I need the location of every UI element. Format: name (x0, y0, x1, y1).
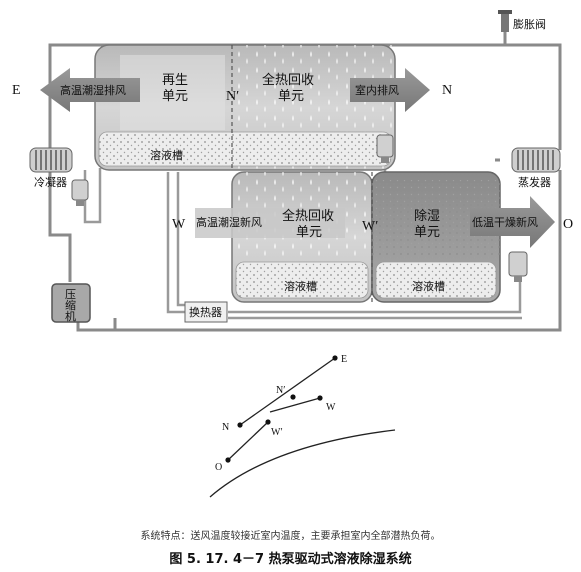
point-N (237, 422, 243, 428)
pump-icon (376, 134, 394, 163)
fresh-air-arrow (195, 208, 345, 238)
heat-exchanger-label: 换热器 (189, 305, 222, 319)
dehumidification-unit-label-2: 单元 (414, 225, 440, 240)
solution-tank-mid-label: 溶液槽 (284, 279, 317, 293)
expansion-valve-icon (498, 10, 512, 32)
label-E: E (12, 83, 21, 98)
point-W-prime (265, 419, 271, 425)
label-O: O (563, 217, 573, 232)
total-heat-recovery-top-label-2: 单元 (278, 89, 304, 104)
point-E (332, 355, 338, 361)
expansion-valve-label: 膨胀阀 (513, 17, 546, 31)
condenser-label: 冷凝器 (34, 175, 67, 189)
pump-icon (508, 251, 528, 282)
solution-tank-right-label: 溶液槽 (412, 279, 445, 293)
indoor-exhaust-arrow (350, 68, 430, 112)
chart-label-N-prime: N′ (276, 385, 285, 396)
chart-label-W-prime: W′ (271, 427, 283, 438)
chart-label-N: N (222, 422, 229, 433)
supply-air-arrow (470, 196, 555, 248)
compressor-label: 压 (65, 288, 76, 301)
dehumidification-unit-label: 除湿 (414, 209, 440, 224)
evaporator-label: 蒸发器 (518, 175, 551, 189)
indoor-exhaust-label: 室内排风 (355, 83, 399, 97)
chart-label-W: W (326, 402, 336, 413)
pump-icon (71, 179, 89, 206)
compressor-label-3: 机 (65, 309, 76, 323)
compressor-label-2: 缩 (65, 299, 76, 312)
label-N: N (442, 83, 452, 98)
chart-label-O: O (215, 462, 222, 473)
total-heat-recovery-top-label: 全热回收 (262, 72, 314, 88)
label-W: W (172, 217, 186, 232)
evaporator-coil-icon (511, 147, 561, 173)
total-heat-recovery-bottom-label-2: 单元 (296, 225, 322, 240)
label-N-prime: N′ (226, 89, 239, 104)
solution-tank-top-label: 溶液槽 (150, 148, 183, 162)
chart-label-E: E (341, 354, 347, 365)
condenser-coil-icon (29, 147, 73, 173)
top-unit-block (94, 44, 396, 171)
exhaust-hot-humid-label: 高温潮湿排风 (60, 83, 126, 97)
system-feature-note: 系统特点：送风温度较接近室内温度，主要承担室内全部潜热负荷。 (140, 531, 441, 542)
compressor-icon (51, 283, 91, 323)
heat-exchanger-icon (184, 301, 228, 323)
regeneration-unit-label: 再生 (162, 73, 188, 88)
exhaust-arrow (40, 68, 140, 112)
figure-title: 图 5. 17. 4－7 热泵驱动式溶液除湿系统 (169, 552, 412, 567)
point-N-prime (290, 394, 296, 400)
psychrometric-sketch: E N′ N W W′ O (209, 354, 396, 498)
label-W-prime: W′ (362, 219, 378, 234)
fresh-air-hot-humid-label: 高温潮湿新风 (196, 215, 262, 229)
point-W (317, 395, 323, 401)
point-O (225, 457, 231, 463)
total-heat-recovery-bottom-label: 全热回收 (282, 208, 334, 224)
regeneration-unit-label-2: 单元 (162, 89, 188, 104)
supply-low-temp-dry-label: 低温干燥新风 (472, 215, 538, 229)
